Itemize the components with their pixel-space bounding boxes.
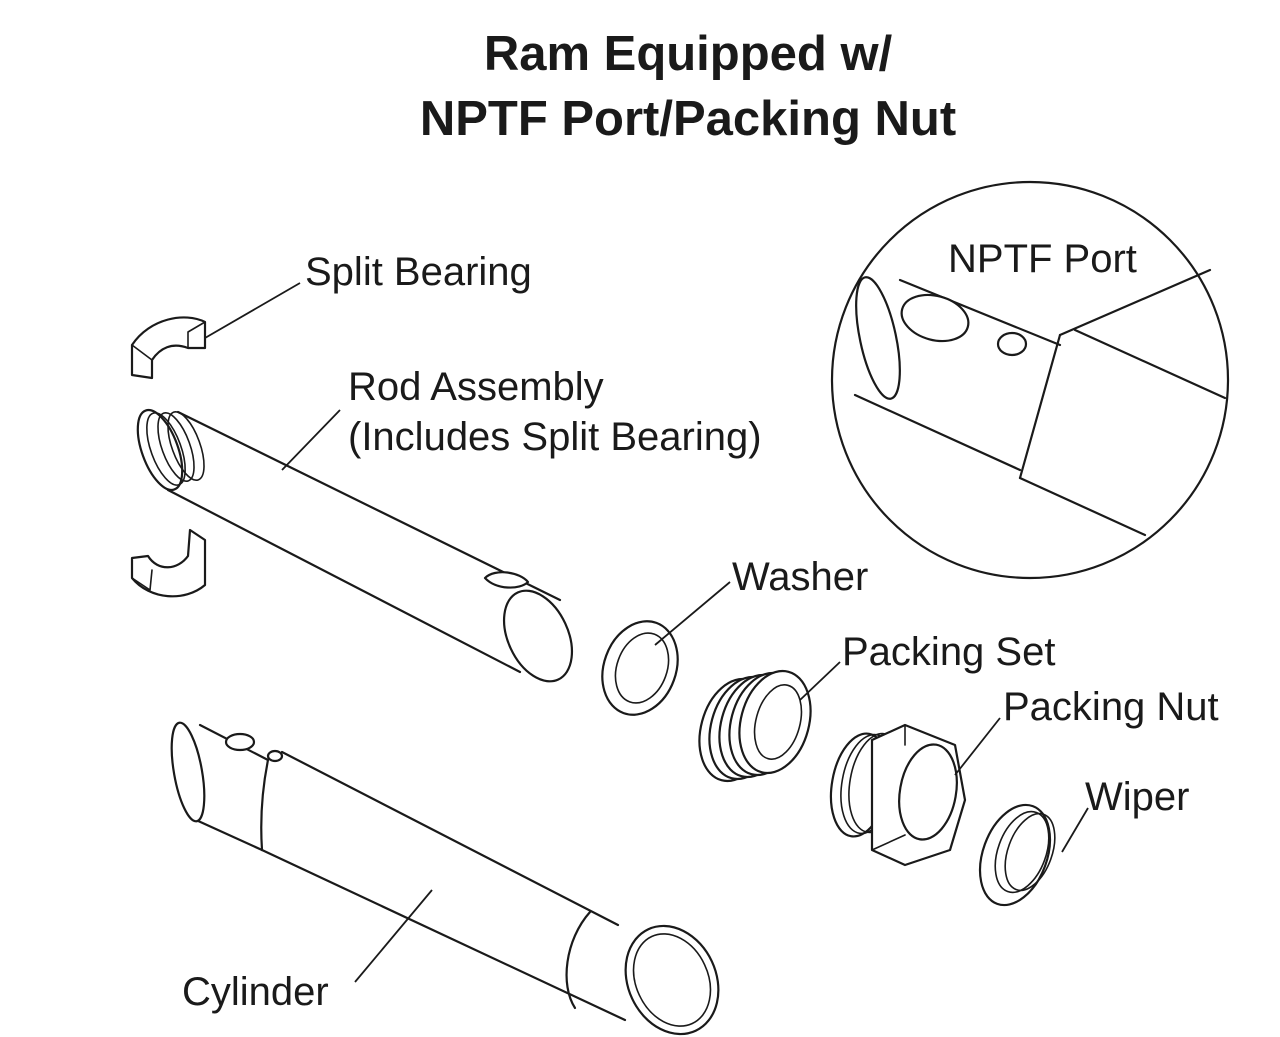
split-bearing-top [130, 316, 207, 380]
diagram-title-line2: NPTF Port/Packing Nut [420, 92, 956, 146]
rod-assembly-note: (Includes Split Bearing) [348, 415, 762, 459]
split-bearing-label: Split Bearing [305, 250, 532, 294]
packing-nut-label: Packing Nut [1003, 685, 1219, 729]
packing-set [698, 669, 812, 783]
cylinder [170, 721, 720, 1036]
rod-assembly-leader [281, 409, 341, 471]
packing-set-label: Packing Set [842, 630, 1055, 674]
packing-set-leader [799, 661, 841, 701]
split-bearing-leader [204, 282, 301, 339]
washer [601, 620, 679, 716]
wiper-label: Wiper [1085, 775, 1189, 819]
packing-nut-leader [954, 717, 1001, 776]
diagram-title-line1: Ram Equipped w/ [484, 27, 893, 81]
rod-assembly-label: Rod Assembly [348, 365, 604, 409]
cylinder-label: Cylinder [182, 970, 329, 1014]
cylinder-leader [354, 889, 433, 983]
split-bearing-bottom [130, 528, 207, 598]
nptf-port-label: NPTF Port [948, 237, 1137, 281]
washer-leader [654, 581, 731, 646]
wiper [978, 803, 1056, 907]
packing-nut [829, 723, 967, 867]
wiper-leader [1061, 807, 1089, 853]
nptf-port-detail [830, 180, 1230, 580]
washer-label: Washer [732, 555, 868, 599]
rod-assembly [136, 408, 574, 683]
